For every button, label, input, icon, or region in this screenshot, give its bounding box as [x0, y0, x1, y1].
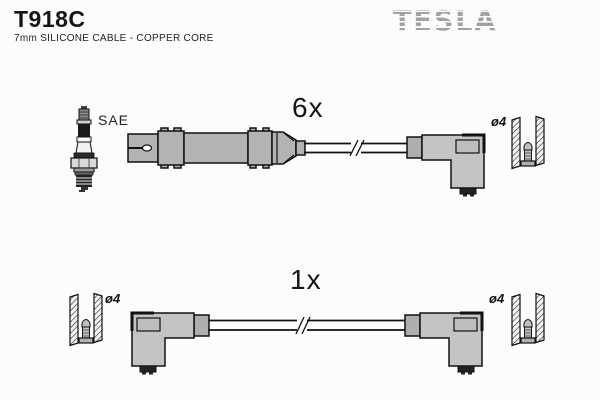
tesla-logo: TESLA: [393, 5, 498, 39]
upper-right-angle-boot-icon: [406, 133, 486, 197]
part-description: 7mm SILICONE CABLE - COPPER CORE: [14, 33, 214, 44]
straight-connector-icon: [127, 127, 306, 169]
upper-cable: [304, 140, 410, 156]
lower-left-terminal-cross-section-icon: [69, 292, 103, 347]
lower-cable: [208, 317, 406, 334]
part-number: T918C: [14, 6, 86, 32]
lower-left-terminal-diameter-label: ø4: [105, 291, 121, 306]
lower-left-right-angle-boot-icon: [130, 311, 210, 375]
upper-terminal-diameter-label: ø4: [491, 114, 507, 129]
lower-quantity-label: 1x: [290, 264, 322, 295]
tesla-logo-text: TESLA: [393, 5, 498, 38]
lower-right-terminal-cross-section-icon: [511, 292, 545, 347]
spark-plug-standard-label: SAE: [98, 112, 130, 128]
lower-right-right-angle-boot-icon: [404, 311, 484, 375]
lower-right-terminal-diameter-label: ø4: [489, 291, 505, 306]
upper-quantity-label: 6x: [292, 92, 324, 123]
upper-terminal-cross-section-icon: [511, 115, 545, 170]
spark-plug-icon: [70, 106, 98, 192]
